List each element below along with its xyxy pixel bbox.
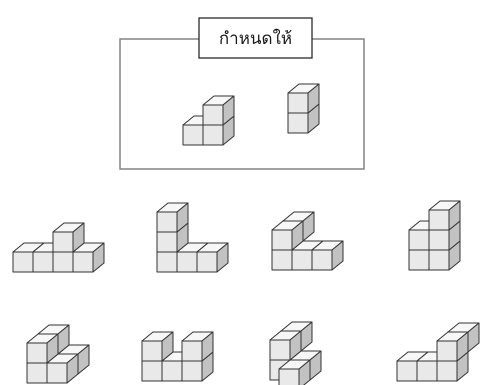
cube-front-face: [202, 104, 224, 126]
cube-front-face: [141, 340, 163, 362]
cube: [271, 220, 304, 251]
cube: [52, 222, 85, 253]
cube-front-face: [196, 251, 218, 273]
cube-front-face: [26, 362, 48, 384]
cube-front-face: [52, 231, 74, 253]
cube-front-face: [202, 124, 224, 146]
cube: [46, 353, 79, 384]
option-shape-1[interactable]: [12, 222, 105, 273]
cube-front-face: [176, 251, 198, 273]
cube-front-face: [408, 229, 430, 251]
cube-front-face: [32, 251, 54, 273]
given-section: กำหนดให้: [119, 17, 365, 170]
option-shape-6[interactable]: [141, 331, 214, 382]
cube-front-face: [161, 360, 183, 382]
option-shape-4[interactable]: [408, 200, 461, 271]
cube-front-face: [156, 231, 178, 253]
cube-front-face: [156, 251, 178, 273]
cube-front-face: [182, 124, 204, 146]
cube-front-face: [269, 339, 291, 361]
cube-front-face: [156, 211, 178, 233]
cube: [278, 359, 311, 385]
given-label-box: [198, 17, 313, 59]
cube-front-face: [428, 209, 450, 231]
cube-front-face: [12, 251, 34, 273]
cube: [202, 95, 235, 126]
cube: [428, 200, 461, 231]
cube-front-face: [436, 360, 458, 382]
cube-front-face: [408, 249, 430, 271]
option-shape-2[interactable]: [156, 202, 229, 273]
option-shape-7[interactable]: [269, 321, 322, 385]
cube: [181, 331, 214, 362]
option-shape-8[interactable]: [396, 322, 480, 382]
cube-front-face: [26, 342, 48, 364]
cube-front-face: [46, 362, 68, 384]
cube-front-face: [287, 112, 309, 134]
cube: [141, 331, 174, 362]
cube-front-face: [72, 251, 94, 273]
cube-front-face: [436, 340, 458, 362]
cube-front-face: [271, 249, 293, 271]
cube-front-face: [271, 229, 293, 251]
cube: [287, 83, 320, 114]
given-piece-two-stack: [287, 83, 320, 134]
cube-front-face: [52, 251, 74, 273]
cube-front-face: [278, 368, 300, 385]
cube-front-face: [291, 249, 313, 271]
cube: [156, 202, 189, 233]
cube-front-face: [428, 229, 450, 251]
given-label: กำหนดให้: [219, 28, 292, 49]
option-shape-5[interactable]: [26, 324, 90, 384]
cube-front-face: [311, 249, 333, 271]
answer-options: [12, 200, 480, 385]
option-shape-3[interactable]: [271, 211, 344, 271]
cube-front-face: [141, 360, 163, 382]
cube-front-face: [181, 340, 203, 362]
cube: [72, 242, 105, 273]
cube-front-face: [428, 249, 450, 271]
cube-front-face: [416, 360, 438, 382]
cube: [26, 333, 59, 364]
cube-front-face: [181, 360, 203, 382]
cube: [311, 240, 344, 271]
given-piece-l-shape: [182, 95, 235, 146]
cube: [269, 330, 302, 361]
cube: [196, 242, 229, 273]
cube-front-face: [287, 92, 309, 114]
cube: [436, 331, 469, 362]
cube-front-face: [396, 360, 418, 382]
